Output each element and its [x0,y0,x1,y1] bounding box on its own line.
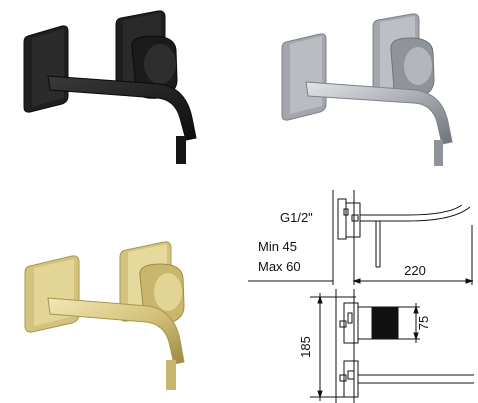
top-view [310,289,474,403]
side-view [248,190,474,285]
max-depth-label: Max 60 [258,259,301,274]
min-depth-label: Min 45 [258,239,297,254]
technical-drawing: G1/2" Min 45 Max 60 220 [248,185,478,403]
total-height-label: 185 [298,336,313,358]
chrome-tap-image [272,8,472,173]
black-tap-image [10,8,230,173]
spout-length-label: 220 [404,263,426,278]
plate-height-label: 75 [416,316,431,330]
gold-tap-image [16,228,226,398]
thread-label: G1/2" [280,210,313,225]
